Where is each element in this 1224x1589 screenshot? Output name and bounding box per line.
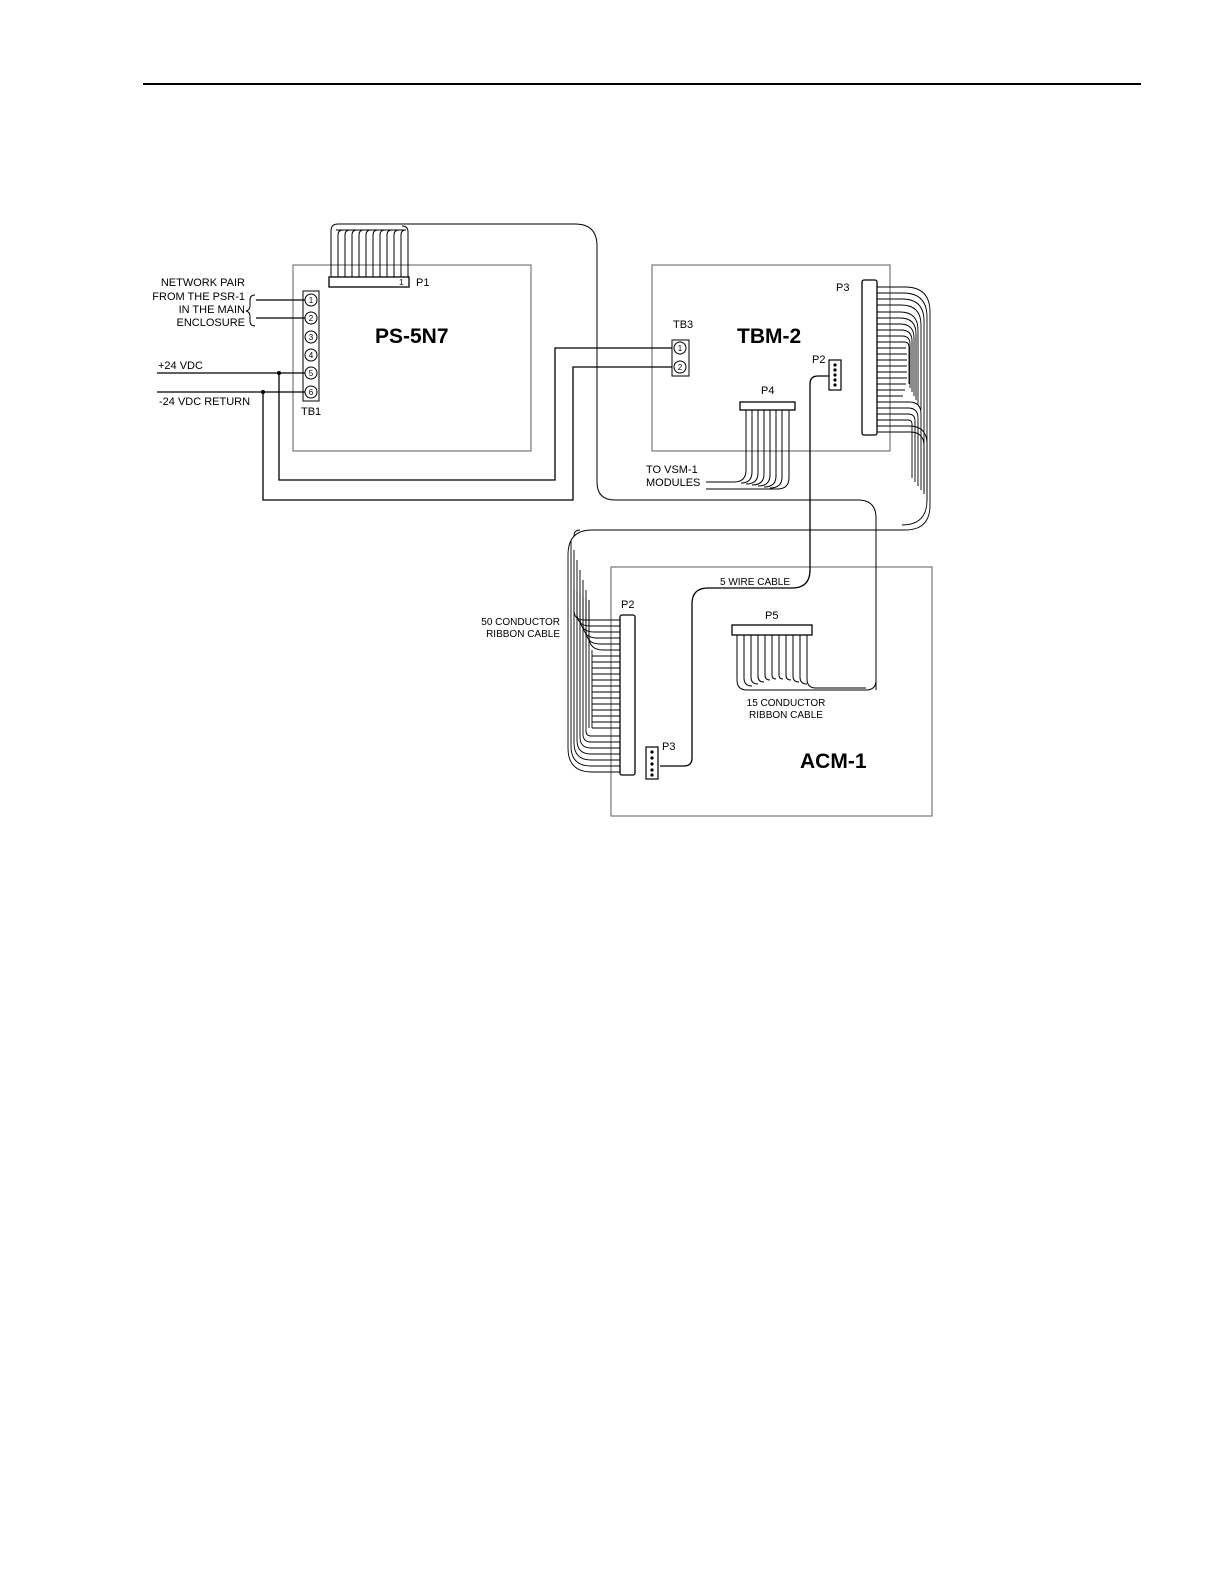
tbm-p4-connector bbox=[740, 402, 795, 410]
acm-p5-label: P5 bbox=[765, 610, 778, 622]
ps-p1-pin-label: 1 bbox=[399, 278, 404, 287]
acm-p2-connector bbox=[620, 615, 635, 775]
plus-24vdc-label: +24 VDC bbox=[158, 360, 203, 372]
acm1-board bbox=[611, 567, 932, 816]
tb1-block bbox=[303, 291, 319, 401]
ps5n7-title: PS-5N7 bbox=[375, 325, 449, 348]
tbm-p3-connector bbox=[862, 280, 877, 435]
fifteen-conductor-line-1: 15 CONDUCTOR bbox=[747, 698, 826, 709]
tb3-terminal-1: 1 bbox=[678, 344, 683, 353]
tbm-p4-ribbon bbox=[706, 409, 789, 489]
acm-p2-label: P2 bbox=[621, 599, 634, 611]
acm-p3-label: P3 bbox=[662, 741, 675, 753]
acm-p5-connector bbox=[732, 625, 812, 635]
five-wire-cable-label: 5 WIRE CABLE bbox=[720, 577, 790, 588]
ps-p1-connector bbox=[329, 277, 409, 287]
ps-p1-label: P1 bbox=[416, 277, 429, 289]
to-vsm-label: TO VSM-1 MODULES bbox=[646, 464, 700, 489]
tbm-p4-label: P4 bbox=[761, 385, 774, 397]
fifteen-conductor-line-2: RIBBON CABLE bbox=[749, 710, 823, 721]
ps5n7-board bbox=[293, 265, 531, 451]
tb1-label: TB1 bbox=[301, 406, 321, 418]
tb1-terminal-5: 5 bbox=[309, 369, 314, 378]
to-vsm-line-1: TO VSM-1 bbox=[646, 464, 698, 476]
fifty-conductor-line-2: RIBBON CABLE bbox=[486, 629, 560, 640]
fifteen-conductor-ribbon bbox=[737, 633, 876, 690]
tb1-terminal-4: 4 bbox=[309, 351, 314, 360]
fifty-conductor-line-1: 50 CONDUCTOR bbox=[481, 617, 560, 628]
to-vsm-line-2: MODULES bbox=[646, 477, 700, 489]
tb1-terminal-6: 6 bbox=[309, 388, 314, 397]
tbm-p2-label: P2 bbox=[812, 354, 825, 366]
network-pair-line-3: IN THE MAIN bbox=[179, 304, 245, 316]
network-pair-label: NETWORK PAIR FROM THE PSR-1 IN THE MAIN … bbox=[152, 277, 245, 329]
fifty-conductor-label: 50 CONDUCTOR RIBBON CABLE bbox=[481, 617, 560, 640]
tb1-terminal-3: 3 bbox=[309, 333, 314, 342]
acm1-title: ACM-1 bbox=[800, 750, 867, 773]
plus-24vdc-to-tb3-wire bbox=[279, 348, 673, 480]
tb1-terminal-2: 2 bbox=[309, 314, 314, 323]
tbm2-title: TBM-2 bbox=[737, 325, 801, 348]
fifteen-conductor-label: 15 CONDUCTOR RIBBON CABLE bbox=[747, 698, 826, 721]
tbm-p3-label: P3 bbox=[836, 282, 849, 294]
tb1-terminal-1: 1 bbox=[309, 296, 314, 305]
tb3-terminal-2: 2 bbox=[678, 363, 683, 372]
network-pair-line-4: ENCLOSURE bbox=[177, 317, 245, 329]
network-pair-line-1: NETWORK PAIR bbox=[161, 277, 245, 289]
network-pair-brace bbox=[246, 295, 255, 326]
tb3-label: TB3 bbox=[673, 319, 693, 331]
network-pair-line-2: FROM THE PSR-1 bbox=[152, 291, 245, 303]
minus-24vdc-label: -24 VDC RETURN bbox=[159, 396, 250, 408]
